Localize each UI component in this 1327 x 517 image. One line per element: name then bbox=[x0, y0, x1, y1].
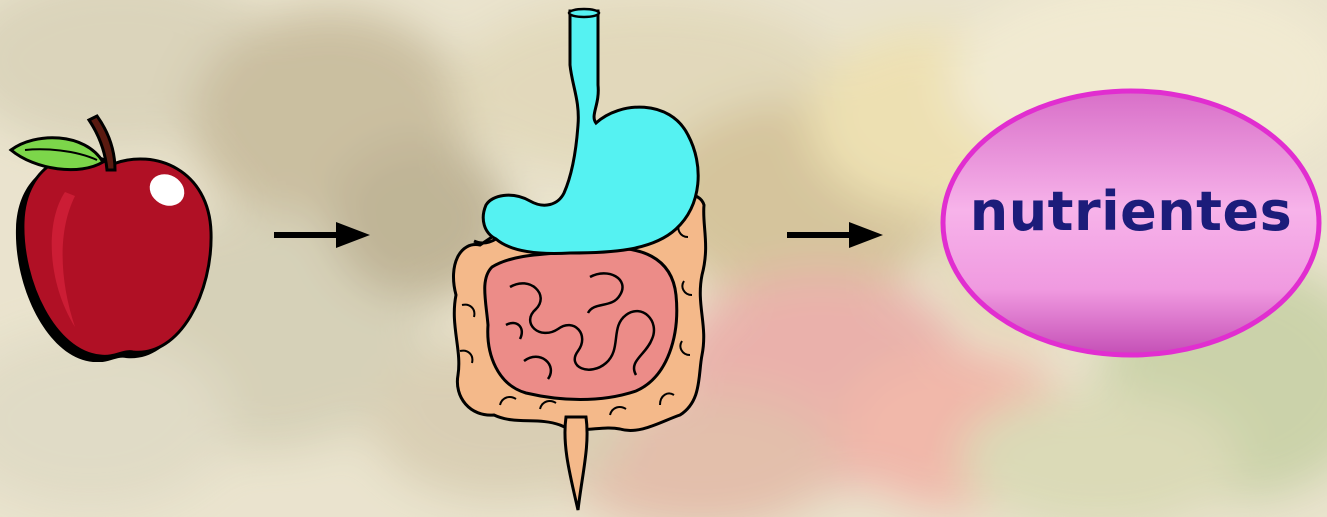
arrow-right-icon bbox=[785, 220, 885, 250]
arrow-right-icon bbox=[272, 220, 372, 250]
apple-icon bbox=[5, 112, 220, 362]
digestive-system-icon bbox=[440, 5, 720, 517]
nutrients-bubble: nutrientes bbox=[938, 87, 1324, 360]
nutrients-label: nutrientes bbox=[970, 180, 1293, 243]
